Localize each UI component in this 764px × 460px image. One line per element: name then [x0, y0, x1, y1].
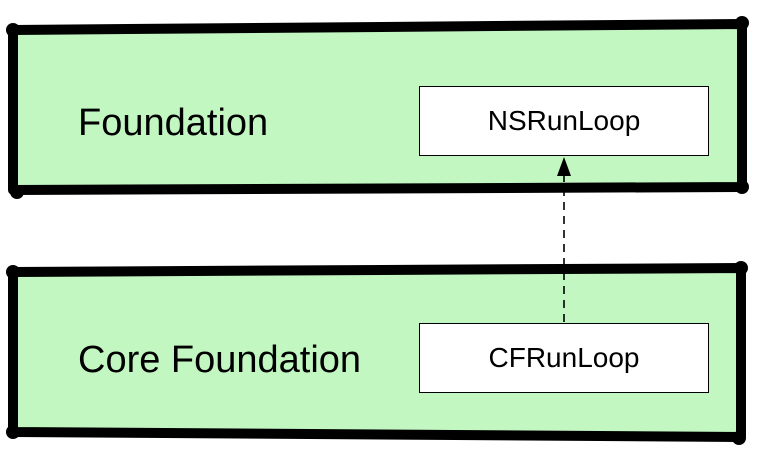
corner-dot — [735, 16, 749, 30]
corner-dot — [6, 23, 20, 37]
nsrunloop-box: NSRunLoop — [419, 86, 709, 156]
foundation-layer-label: Foundation — [78, 102, 269, 144]
corner-dot — [6, 265, 20, 279]
bridge-arrow-head — [557, 157, 571, 176]
corner-dot — [6, 425, 20, 439]
corner-dot — [734, 261, 748, 275]
core-foundation-layer-label: Core Foundation — [78, 339, 362, 381]
corner-dot — [735, 180, 749, 194]
corner-dot — [10, 185, 24, 199]
corner-dot — [732, 431, 746, 445]
cfrunloop-box: CFRunLoop — [419, 323, 709, 393]
